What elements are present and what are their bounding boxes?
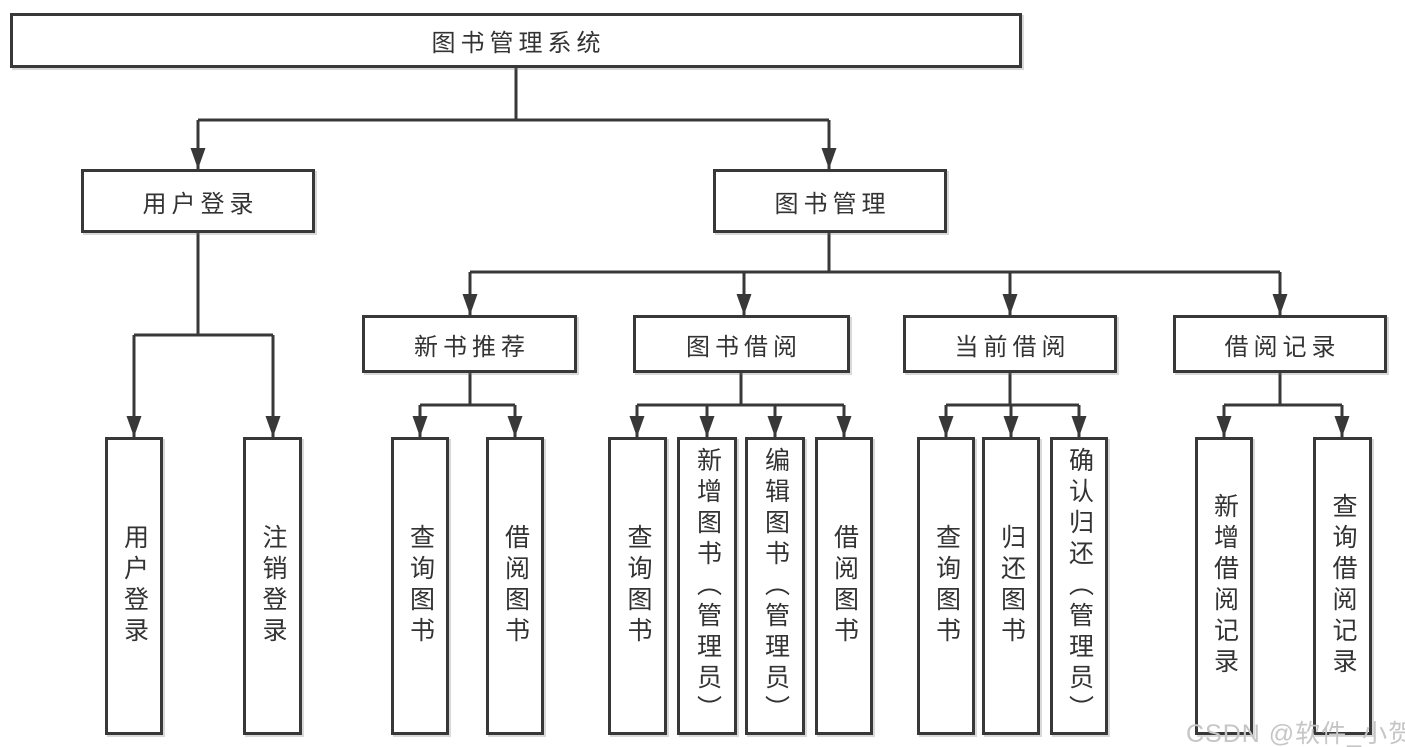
leaf-borrow-book-label: 借阅图书 — [830, 524, 859, 648]
node-root-system-label: 图书管理系统 — [431, 30, 606, 57]
node-new-book-recommend-label: 新书推荐 — [414, 333, 530, 361]
connector-root-to-level2 — [190, 68, 837, 169]
connector-book-mgmt-to-level3 — [462, 233, 1288, 315]
leaf-recommend-query-book: 查询图书 — [391, 437, 449, 735]
leaf-add-borrow-record: 新增借阅记录 — [1195, 437, 1253, 735]
node-user-login: 用户登录 — [81, 169, 315, 233]
leaf-add-book-admin: 新增图书（管理员） — [677, 437, 737, 735]
node-book-mgmt: 图书管理 — [713, 169, 947, 233]
leaf-edit-book-admin-label: 编辑图书（管理员） — [761, 446, 790, 726]
leaf-user-login-label: 用户登录 — [120, 524, 149, 648]
connector-current-to-leaves — [938, 373, 1087, 437]
leaf-logout: 注销登录 — [243, 437, 302, 735]
node-borrow-records: 借阅记录 — [1173, 315, 1387, 373]
leaf-add-book-admin-label: 新增图书（管理员） — [693, 446, 722, 726]
connector-records-to-leaves — [1216, 373, 1350, 437]
node-new-book-recommend: 新书推荐 — [362, 315, 577, 373]
leaf-current-query-book-label: 查询图书 — [932, 524, 961, 648]
connector-user-login-to-leaves — [126, 233, 281, 437]
leaf-borrow-query-book-label: 查询图书 — [624, 524, 652, 648]
node-user-login-label: 用户登录 — [142, 190, 259, 218]
connector-borrow-to-leaves — [629, 373, 852, 437]
node-root-system: 图书管理系统 — [10, 13, 1022, 68]
leaf-confirm-return-admin: 确认归还（管理员） — [1050, 437, 1108, 735]
leaf-borrow-query-book: 查询图书 — [608, 437, 667, 735]
leaf-add-borrow-record-label: 新增借阅记录 — [1210, 493, 1239, 679]
leaf-recommend-borrow-book: 借阅图书 — [486, 437, 544, 735]
node-book-mgmt-label: 图书管理 — [774, 190, 891, 218]
connector-recommend-to-leaves — [412, 373, 523, 437]
node-book-borrow: 图书借阅 — [633, 315, 850, 373]
leaf-query-borrow-record-label: 查询借阅记录 — [1329, 493, 1357, 679]
leaf-edit-book-admin: 编辑图书（管理员） — [745, 437, 805, 735]
node-current-borrow-label: 当前借阅 — [954, 333, 1071, 361]
leaf-current-query-book: 查询图书 — [917, 437, 975, 735]
node-current-borrow: 当前借阅 — [903, 315, 1117, 373]
leaf-user-login: 用户登录 — [105, 437, 163, 735]
leaf-return-book-label: 归还图书 — [997, 524, 1026, 648]
node-borrow-records-label: 借阅记录 — [1224, 333, 1341, 361]
leaf-recommend-query-book-label: 查询图书 — [406, 524, 435, 648]
leaf-query-borrow-record: 查询借阅记录 — [1313, 437, 1372, 735]
leaf-recommend-borrow-book-label: 借阅图书 — [501, 524, 530, 648]
node-book-borrow-label: 图书借阅 — [686, 333, 802, 361]
leaf-return-book: 归还图书 — [982, 437, 1040, 735]
leaf-confirm-return-admin-label: 确认归还（管理员） — [1065, 446, 1094, 726]
leaf-logout-label: 注销登录 — [259, 524, 287, 648]
watermark-text: CSDN @软件_小贺同学 — [1186, 720, 1405, 747]
leaf-borrow-book: 借阅图书 — [815, 437, 873, 735]
